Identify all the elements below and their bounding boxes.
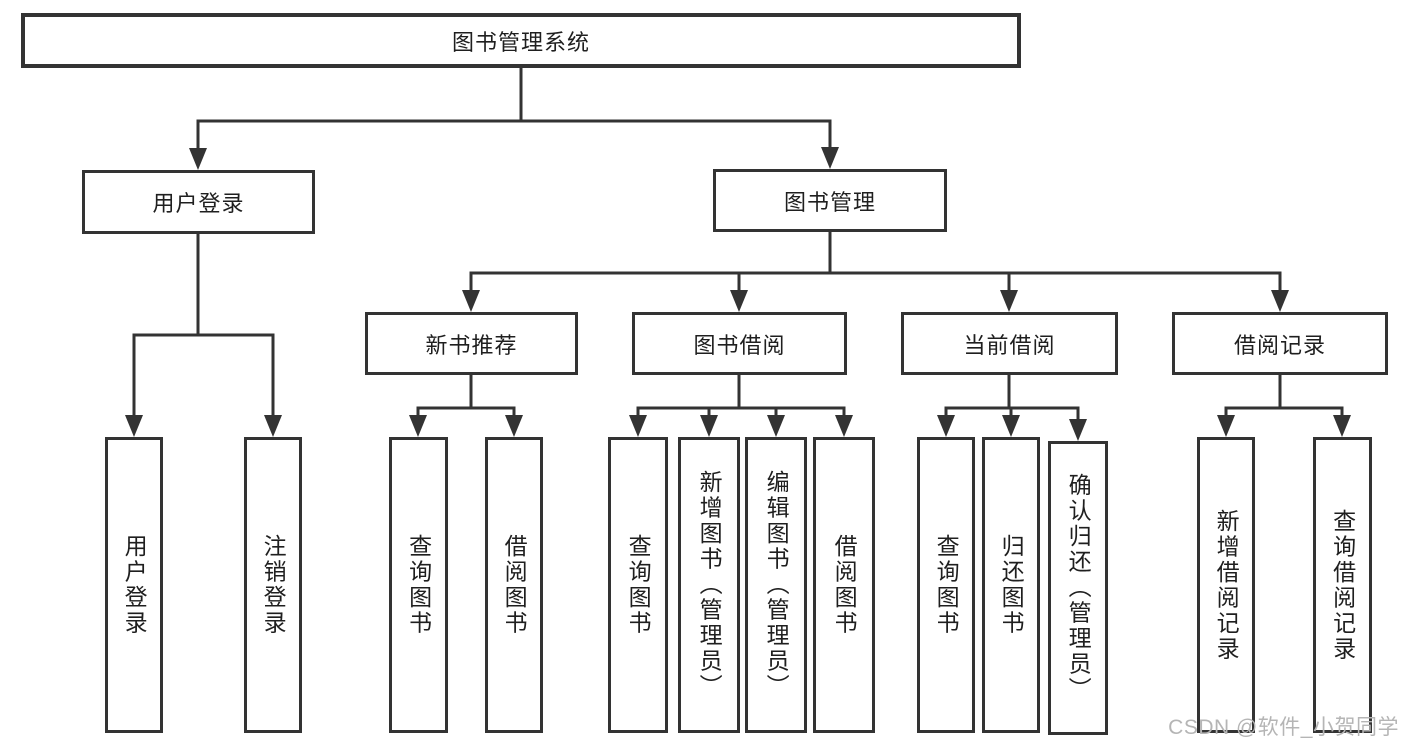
leaf-borrow-books-recommend: 借阅图书 — [485, 437, 543, 733]
node-current-borrowing: 当前借阅 — [901, 312, 1118, 375]
leaf-user-login: 用户登录 — [105, 437, 163, 733]
node-label: 新增图书（管理员） — [696, 470, 723, 700]
node-label: 借阅图书 — [501, 534, 528, 636]
node-label: 确认归还（管理员） — [1065, 473, 1092, 703]
leaf-query-borrow-record: 查询借阅记录 — [1313, 437, 1372, 733]
leaf-add-borrow-record: 新增借阅记录 — [1197, 437, 1255, 733]
leaf-add-book-admin: 新增图书（管理员） — [678, 437, 740, 733]
node-library-management-system: 图书管理系统 — [21, 13, 1021, 68]
csdn-watermark: CSDN @软件_小贺同学 — [1168, 716, 1399, 739]
node-label: 当前借阅 — [963, 332, 1056, 358]
leaf-confirm-return-admin: 确认归还（管理员） — [1048, 441, 1108, 735]
node-label: 查询借阅记录 — [1329, 508, 1356, 662]
leaf-edit-book-admin: 编辑图书（管理员） — [745, 437, 807, 733]
node-label: 新增借阅记录 — [1213, 508, 1240, 662]
node-label: 借阅记录 — [1233, 332, 1326, 358]
node-borrowing-records: 借阅记录 — [1172, 312, 1388, 375]
node-label: 借阅图书 — [831, 534, 858, 636]
node-label: 查询图书 — [933, 534, 960, 636]
leaf-logout: 注销登录 — [244, 437, 302, 733]
node-label: 查询图书 — [405, 534, 432, 636]
node-label: 用户登录 — [152, 191, 245, 216]
leaf-query-books-current: 查询图书 — [917, 437, 975, 733]
leaf-return-books: 归还图书 — [982, 437, 1040, 733]
node-book-borrowing: 图书借阅 — [632, 312, 847, 375]
node-label: 新书推荐 — [425, 332, 518, 358]
node-label: 图书管理系统 — [451, 29, 590, 55]
node-new-book-recommend: 新书推荐 — [365, 312, 578, 375]
leaf-borrow-books-borrow: 借阅图书 — [813, 437, 875, 733]
node-label: 用户登录 — [121, 534, 148, 636]
node-label: 编辑图书（管理员） — [763, 470, 790, 700]
leaf-query-books-recommend: 查询图书 — [389, 437, 448, 733]
node-label: 图书管理 — [783, 189, 876, 215]
node-label: 图书借阅 — [693, 332, 786, 358]
node-label: 查询图书 — [625, 534, 652, 636]
node-label: 注销登录 — [260, 534, 287, 636]
node-label: 归还图书 — [998, 534, 1025, 636]
node-user-login: 用户登录 — [82, 170, 315, 234]
leaf-query-books-borrow: 查询图书 — [608, 437, 668, 733]
node-book-management: 图书管理 — [713, 169, 947, 232]
